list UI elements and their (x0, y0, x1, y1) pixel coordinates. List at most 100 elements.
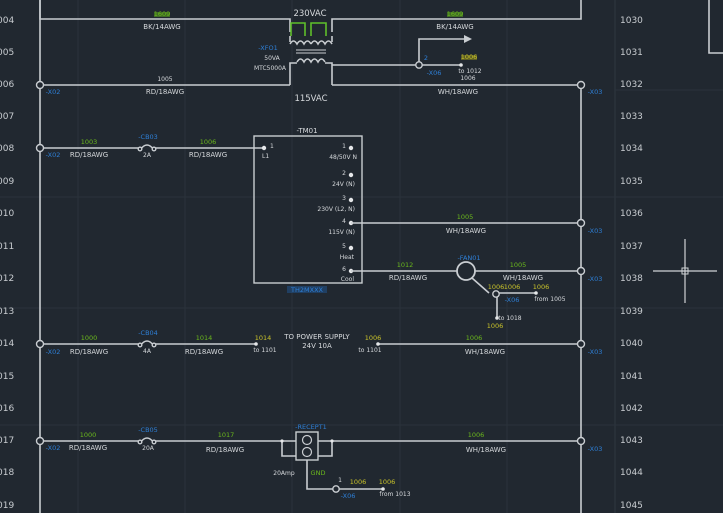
breaker-tag: -CB03 (138, 133, 158, 141)
wire-gauge: RD/18AWG (389, 274, 427, 282)
row-number: 009 (0, 177, 14, 187)
thermostat-tm01[interactable]: -TM01 1 L1 1 48/50V N 2 24V (N) 3 230V (… (253, 127, 363, 294)
terminal-number: 6 (342, 266, 346, 273)
receptacle-gnd: GND (311, 469, 326, 477)
wire-gauge: WH/18AWG (503, 274, 543, 282)
right-row-numbers: 1030 1031 1032 1033 1034 1035 1036 1037 … (620, 16, 643, 511)
terminal-tag: -X03 (588, 88, 603, 96)
terminal-label: 115V (N) (328, 229, 355, 236)
rung-017: -X02 1000 RD/18AWG -CB05 20A 1017 RD/18A… (35, 423, 603, 500)
terminal-number: 1 (270, 143, 274, 150)
terminal-number: 5 (342, 243, 346, 250)
row-number: 1043 (620, 436, 643, 446)
adjacent-wire (708, 0, 723, 54)
row-number: 016 (0, 404, 14, 414)
wire-destination: to 1101 (358, 347, 381, 354)
transformer-secondary-label: 115VAC (294, 94, 327, 104)
row-number: 1035 (620, 177, 643, 187)
row-number: 008 (0, 144, 14, 154)
wire-number: 1609 (154, 10, 171, 18)
terminal-tag: -X02 (46, 88, 61, 96)
terminal-label: 230V (L2, N) (317, 206, 355, 213)
wire-number: 1000 (80, 431, 97, 439)
wire-number: 1006 (350, 478, 367, 486)
rung-011: 1005 WH/18AWG -X03 (351, 213, 602, 235)
wire-number: 1006 (487, 322, 504, 330)
terminal-number: 2 (424, 54, 428, 62)
row-number: 1032 (620, 80, 643, 90)
row-number: 012 (0, 274, 14, 284)
row-number: 1030 (620, 16, 643, 26)
transformer-xfo1[interactable]: 230VAC -XFO1 50VA MTC5000A 115VAC (254, 9, 333, 104)
wire-gauge: WH/18AWG (438, 88, 478, 96)
receptacle-rating: 20Amp (273, 470, 295, 477)
terminal-tag: -X06 (341, 492, 356, 500)
receptacle-recept1[interactable]: -RECEPT1 20Amp GND (273, 423, 334, 477)
terminal-tag: -X02 (46, 444, 61, 452)
terminal-tag: -X03 (588, 445, 603, 453)
wire-number: 1003 (81, 138, 98, 146)
top-rung: 1609 BK/14AWG 1609 BK/14AWG (39, 0, 582, 32)
wire-gauge: RD/18AWG (70, 348, 108, 356)
wire-number: 1005 (157, 76, 172, 83)
breaker-rating: 4A (143, 348, 152, 355)
row-number: 1041 (620, 372, 643, 382)
wire-gauge: RD/18AWG (69, 444, 107, 452)
left-row-numbers: 004 005 006 007 008 009 010 011 012 013 … (0, 16, 14, 511)
row-number: 1033 (620, 112, 643, 122)
rung-014: -X02 1000 RD/18AWG -CB04 4A 1014 RD/18AW… (35, 329, 602, 356)
fan-fan01[interactable]: -FAN01 (456, 254, 481, 281)
wire-source: from 1013 (379, 491, 410, 498)
wire-source: from 1005 (534, 296, 565, 303)
row-number: 014 (0, 339, 14, 349)
row-number: 1045 (620, 501, 643, 511)
wire-number: 1006 (504, 283, 521, 291)
breaker-rating: 20A (142, 445, 155, 452)
wire-number: 1006 (365, 334, 382, 342)
terminal-number: 1 (342, 143, 346, 150)
rung-006: 1005 RD/18AWG -X02 -X03 WH/18AWG 2 -X06 … (35, 35, 603, 96)
wire-number: 1006 (488, 283, 505, 291)
wire-gauge: RD/18AWG (206, 446, 244, 454)
circuit-breaker-cb03[interactable]: -CB03 2A (137, 133, 158, 159)
terminal-tag: -X02 (46, 348, 61, 356)
row-number: 013 (0, 307, 14, 317)
row-number: 1040 (620, 339, 643, 349)
circuit-breaker-cb04[interactable]: -CB04 4A (137, 329, 158, 355)
wire-number: 1006 (466, 334, 483, 342)
receptacle-tag: -RECEPT1 (295, 423, 327, 431)
wire-destination: to 1018 (498, 315, 521, 322)
circuit-breaker-cb05[interactable]: -CB05 20A (137, 426, 158, 452)
breaker-tag: -CB05 (138, 426, 158, 434)
wire-gauge: RD/18AWG (70, 151, 108, 159)
power-supply-rating: 24V 10A (302, 342, 332, 350)
wire-gauge: RD/18AWG (189, 151, 227, 159)
wire-number: 1006 (533, 283, 550, 291)
terminal-tag: -X06 (427, 69, 442, 77)
terminal-number: 3 (342, 195, 346, 202)
row-number: 007 (0, 112, 14, 122)
thermostat-tag: -TM01 (296, 127, 317, 135)
wire-gauge: WH/18AWG (465, 348, 505, 356)
wire-number: 1006 (460, 75, 475, 82)
wire-destination: to 1012 (458, 68, 481, 75)
row-number: 010 (0, 209, 14, 219)
breaker-rating: 2A (143, 152, 152, 159)
terminal-tag: -X03 (588, 275, 603, 283)
terminal-label: 48/50V N (329, 154, 357, 161)
row-number: 015 (0, 372, 14, 382)
row-number: 1037 (620, 242, 643, 252)
rung-012: 1012 RD/18AWG -FAN01 1005 WH/18AWG -X03 … (351, 254, 602, 330)
transformer-part: MTC5000A (254, 65, 287, 72)
row-number: 019 (0, 501, 14, 511)
row-number: 1039 (620, 307, 643, 317)
row-number: 1038 (620, 274, 643, 284)
row-number: 1031 (620, 48, 643, 58)
wire-number: 1005 (457, 213, 474, 221)
wire-number: 1006 (461, 53, 478, 61)
wire-destination: to 1101 (253, 347, 276, 354)
row-number: 004 (0, 16, 14, 26)
terminal-tag: -X02 (46, 151, 61, 159)
